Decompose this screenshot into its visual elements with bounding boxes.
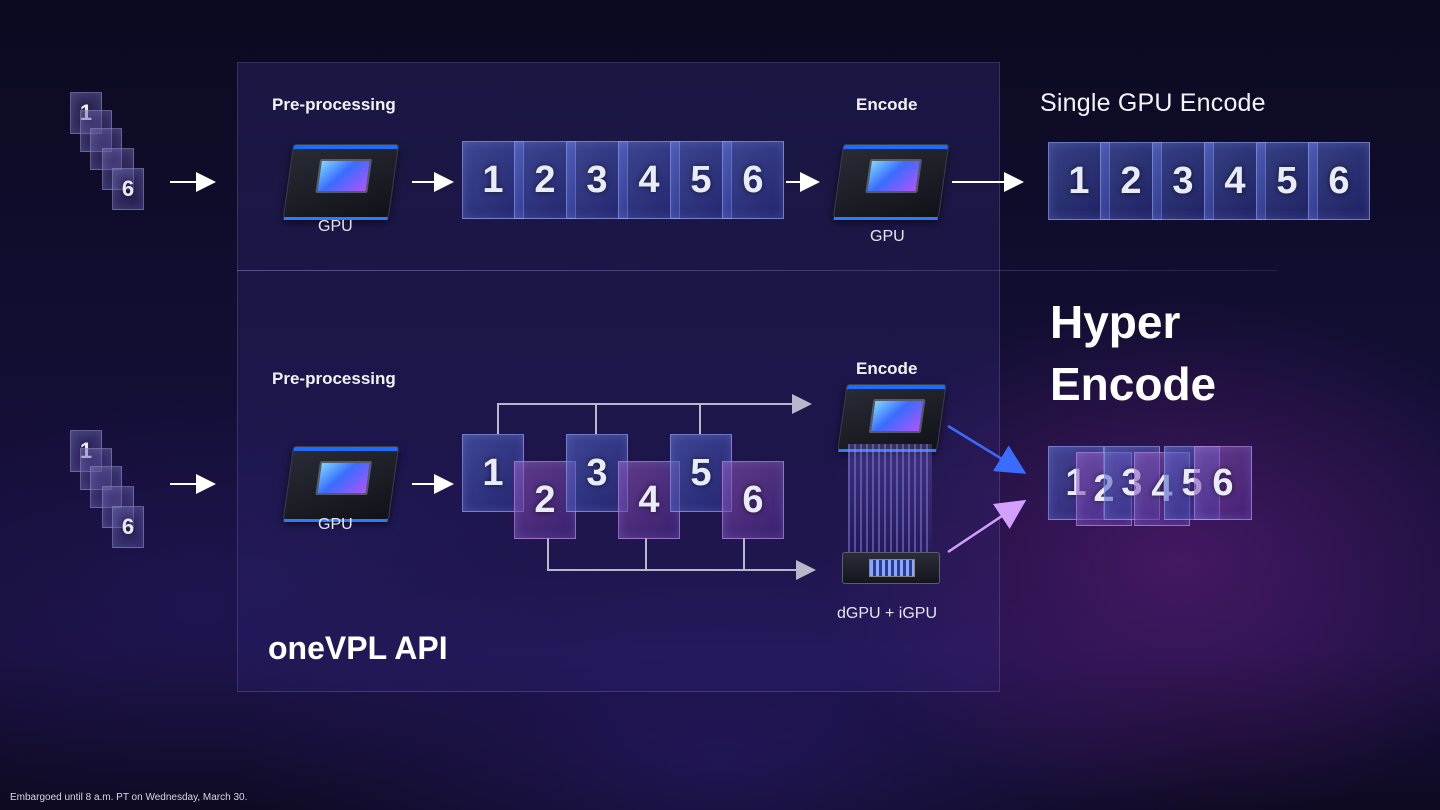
gpu-label-encode-top: GPU — [870, 228, 905, 245]
input-frame-stack — [90, 128, 122, 170]
onevpl-api-label: oneVPL API — [268, 630, 448, 666]
dgpu-igpu-label: dGPU + iGPU — [837, 605, 938, 622]
frame-bottom-5: 5 — [670, 434, 732, 512]
input-frame-stack — [102, 486, 134, 528]
encode-label-bottom: Encode — [856, 359, 918, 378]
single-gpu-title: Single GPU Encode — [1040, 89, 1266, 117]
input-frame-last: 6 — [112, 506, 144, 548]
data-stream-graphic — [848, 444, 932, 554]
frame-bottom-3: 3 — [566, 434, 628, 512]
input-frame-first: 1 — [70, 430, 102, 472]
input-frame-stack — [80, 110, 112, 152]
gpu-chip-icon — [282, 144, 400, 220]
frame-top-4: 4 — [618, 141, 680, 219]
frame-hyper-6: 6 — [1194, 446, 1252, 520]
arrow-igpu-hyper — [947, 499, 1027, 554]
frame-single-2: 2 — [1100, 142, 1162, 220]
gpu-label-top: GPU — [318, 218, 353, 235]
gpu-chip-icon — [282, 446, 400, 522]
frame-top-2: 2 — [514, 141, 576, 219]
hyper-title-line1: Hyper — [1050, 296, 1181, 348]
input-frame-stack — [80, 448, 112, 490]
hyper-title-line2: Encode — [1050, 358, 1217, 410]
row-divider — [237, 270, 1277, 271]
frame-single-3: 3 — [1152, 142, 1214, 220]
input-frame-stack — [102, 148, 134, 190]
frame-single-4: 4 — [1204, 142, 1266, 220]
frame-single-1: 1 — [1048, 142, 1110, 220]
embargo-footer: Embargoed until 8 a.m. PT on Wednesday, … — [10, 792, 248, 803]
frame-bottom-1: 1 — [462, 434, 524, 512]
frame-top-3: 3 — [566, 141, 628, 219]
dgpu-chip-icon — [837, 384, 947, 452]
input-frame-first: 1 — [70, 92, 102, 134]
gpu-chip-encode-icon — [832, 144, 950, 220]
igpu-chip-icon — [842, 552, 940, 584]
frame-top-1: 1 — [462, 141, 524, 219]
preprocessing-label-bottom: Pre-processing — [272, 369, 396, 388]
frame-bottom-6: 6 — [722, 461, 784, 539]
input-frame-stack — [90, 466, 122, 508]
encode-label-top: Encode — [856, 95, 918, 114]
gpu-label-bottom: GPU — [318, 516, 353, 533]
input-frame-last: 6 — [112, 168, 144, 210]
preprocessing-label-top: Pre-processing — [272, 95, 396, 114]
frame-single-6: 6 — [1308, 142, 1370, 220]
frame-top-5: 5 — [670, 141, 732, 219]
frame-bottom-2: 2 — [514, 461, 576, 539]
arrow-dgpu-hyper — [947, 424, 1027, 474]
frame-top-6: 6 — [722, 141, 784, 219]
